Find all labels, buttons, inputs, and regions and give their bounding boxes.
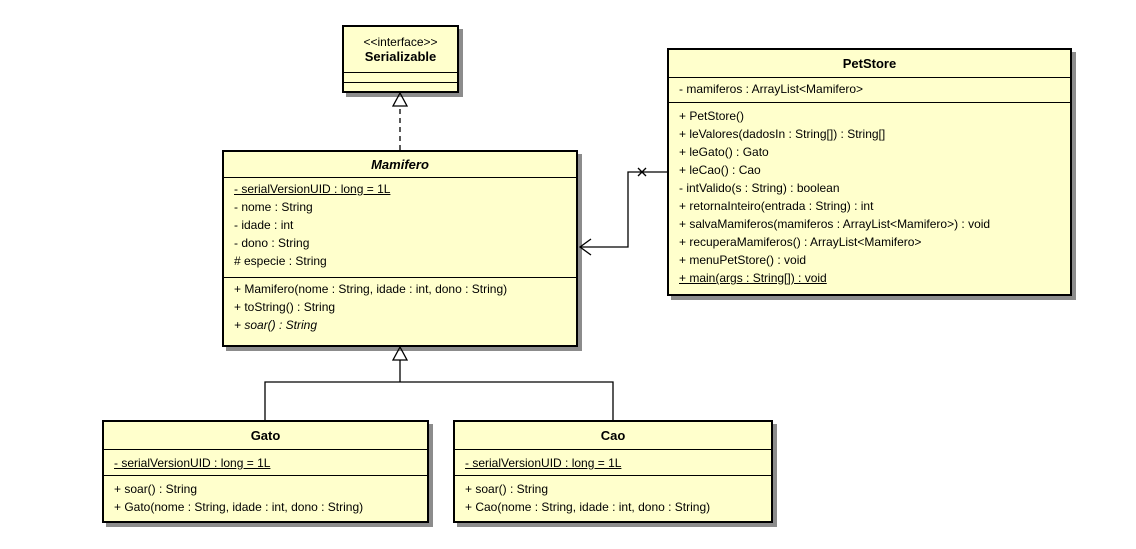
- operations-compartment: + soar() : String + Cao(nome : String, i…: [455, 476, 771, 518]
- attributes-compartment: [344, 73, 457, 83]
- attribute: - serialVersionUID : long = 1L: [114, 456, 271, 470]
- generalization-line-cao: [400, 381, 614, 420]
- operation: + retornaInteiro(entrada : String) : int: [679, 199, 874, 213]
- operation: + soar() : String: [114, 482, 198, 496]
- operation: + leCao() : Cao: [679, 163, 761, 177]
- stereotype-label: <<interface>>: [363, 35, 438, 49]
- attributes-compartment: - serialVersionUID : long = 1L - nome : …: [224, 178, 576, 278]
- operation: + main(args : String[]) : void: [679, 271, 827, 285]
- association-navigability-x2: [637, 167, 647, 177]
- class-petstore-header: PetStore: [669, 50, 1070, 78]
- operation: + leValores(dadosIn : String[]) : String…: [679, 127, 886, 141]
- attribute: - serialVersionUID : long = 1L: [234, 182, 391, 196]
- operations-compartment: + soar() : String + Gato(nome : String, …: [104, 476, 427, 518]
- class-mamifero[interactable]: Mamifero - serialVersionUID : long = 1L …: [222, 150, 578, 347]
- generalization-arrowhead: [391, 345, 409, 361]
- operations-compartment: + PetStore() + leValores(dadosIn : Strin…: [669, 103, 1070, 289]
- class-cao[interactable]: Cao - serialVersionUID : long = 1L + soa…: [453, 420, 773, 523]
- class-cao-header: Cao: [455, 422, 771, 450]
- attributes-compartment: - mamiferos : ArrayList<Mamifero>: [669, 78, 1070, 103]
- operation: + soar() : String: [465, 482, 549, 496]
- operation: + Gato(nome : String, idade : int, dono …: [114, 500, 364, 514]
- generalization-line-gato: [264, 381, 400, 420]
- class-name: Gato: [250, 428, 281, 443]
- attribute: - mamiferos : ArrayList<Mamifero>: [679, 82, 864, 96]
- class-serializable-header: <<interface>> Serializable: [344, 27, 457, 73]
- operation: + leGato() : Gato: [679, 145, 769, 159]
- association-arrowhead: [578, 238, 592, 256]
- operation: + Mamifero(nome : String, idade : int, d…: [234, 282, 508, 296]
- operations-compartment: + Mamifero(nome : String, idade : int, d…: [224, 278, 576, 336]
- operation: + soar() : String: [234, 318, 318, 332]
- class-gato[interactable]: Gato - serialVersionUID : long = 1L + so…: [102, 420, 429, 523]
- operation: + PetStore(): [679, 109, 745, 123]
- class-name: Serializable: [364, 49, 437, 64]
- attribute: - idade : int: [234, 218, 294, 232]
- class-serializable[interactable]: <<interface>> Serializable: [342, 25, 459, 93]
- operation: + Cao(nome : String, idade : int, dono :…: [465, 500, 711, 514]
- class-petstore[interactable]: PetStore - mamiferos : ArrayList<Mamifer…: [667, 48, 1072, 296]
- attributes-compartment: - serialVersionUID : long = 1L: [104, 450, 427, 476]
- attributes-compartment: - serialVersionUID : long = 1L: [455, 450, 771, 476]
- attribute: - serialVersionUID : long = 1L: [465, 456, 622, 470]
- operation: + recuperaMamiferos() : ArrayList<Mamife…: [679, 235, 922, 249]
- realization-arrowhead: [391, 91, 409, 107]
- operation: + menuPetStore() : void: [679, 253, 807, 267]
- attribute: - nome : String: [234, 200, 313, 214]
- operations-compartment: [344, 83, 457, 92]
- class-name: Mamifero: [371, 157, 429, 172]
- attribute: # especie : String: [234, 254, 327, 268]
- class-name: PetStore: [842, 56, 897, 71]
- operation: + salvaMamiferos(mamiferos : ArrayList<M…: [679, 217, 991, 231]
- association-line: [580, 171, 667, 248]
- class-mamifero-header: Mamifero: [224, 152, 576, 178]
- attribute: - dono : String: [234, 236, 310, 250]
- operation: - intValido(s : String) : boolean: [679, 181, 840, 195]
- class-gato-header: Gato: [104, 422, 427, 450]
- operation: + toString() : String: [234, 300, 336, 314]
- class-name: Cao: [600, 428, 626, 443]
